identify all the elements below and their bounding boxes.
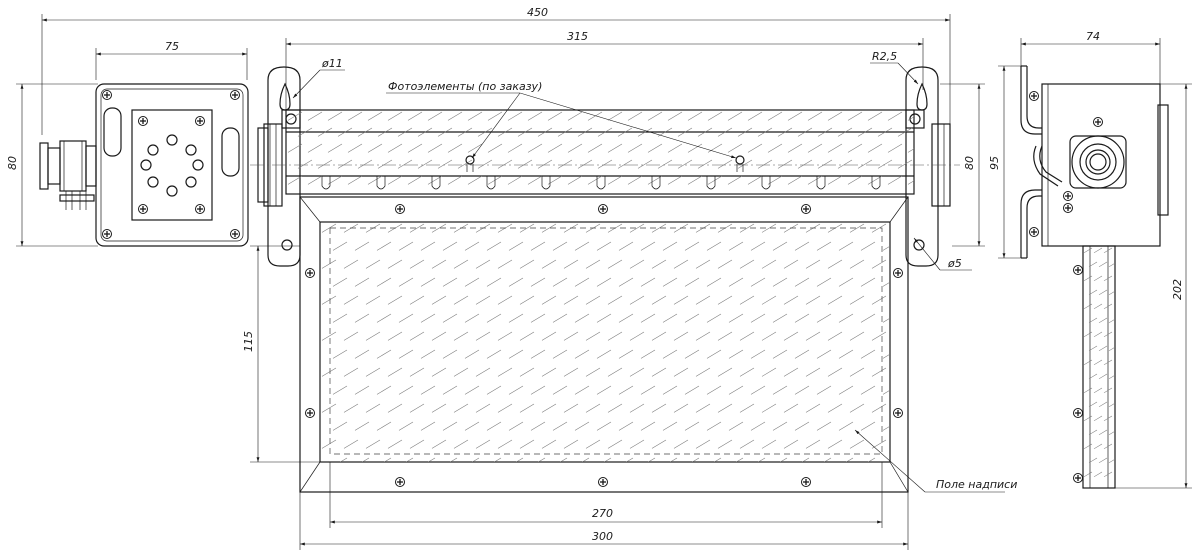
dimension-side-height: 95 xyxy=(988,65,1021,259)
dim-label-tube-length: 315 xyxy=(567,30,588,43)
dim-label-hole-diameter: ø11 xyxy=(321,57,343,70)
annotation-sign-field: Поле надписи xyxy=(936,478,1017,491)
dim-label-panel-height: 115 xyxy=(242,331,255,352)
lamp-bulbs xyxy=(321,176,881,190)
dim-label-side-height: 95 xyxy=(988,156,1001,170)
sign-field-hatch xyxy=(321,223,890,462)
lamp-bulb xyxy=(706,176,716,190)
cable-gland xyxy=(39,140,97,210)
lamp-bulb xyxy=(431,176,441,190)
sign-panel xyxy=(299,196,909,493)
dim-label-panel-width: 300 xyxy=(592,530,613,543)
dim-label-side-width: 74 xyxy=(1086,30,1100,43)
dimension-box-height: 80 xyxy=(6,83,98,247)
tube-glass-hatch xyxy=(287,111,914,185)
lamp-bulb xyxy=(761,176,771,190)
leader-sign-field: Поле надписи xyxy=(854,429,1017,493)
dim-label-side-total-height: 202 xyxy=(1171,279,1184,300)
dim-label-overall-width: 450 xyxy=(527,6,548,19)
lamp-bulb xyxy=(541,176,551,190)
lamp-bulb xyxy=(596,176,606,190)
lamp-bulb xyxy=(376,176,386,190)
dimension-side-total-height: 202 xyxy=(1115,83,1192,489)
dimension-panel-height: 115 xyxy=(242,245,320,463)
side-view xyxy=(1020,65,1169,489)
junction-box xyxy=(95,83,249,247)
dim-label-box-width: 75 xyxy=(165,40,179,53)
leader-corner-radius: R2,5 xyxy=(870,50,919,85)
photocell-right xyxy=(735,155,745,172)
lamp-tube xyxy=(250,66,960,267)
leader-hole-diameter: ø11 xyxy=(292,57,345,99)
lamp-bulb xyxy=(816,176,826,190)
annotation-photoelements: Фотоэлементы (по заказу) xyxy=(388,80,542,93)
lamp-bulb xyxy=(871,176,881,190)
leader-mount-hole: ø5 xyxy=(913,237,972,271)
dim-label-mount-hole: ø5 xyxy=(947,257,962,270)
terminal-plate xyxy=(131,109,213,221)
dimension-panel-width: 300 xyxy=(299,492,909,550)
dimension-box-width: 75 xyxy=(95,40,248,80)
dimension-side-width: 74 xyxy=(1020,30,1161,84)
dimension-tube-height: 80 xyxy=(940,83,985,247)
lamp-bulb xyxy=(321,176,331,190)
dim-label-corner-radius: R2,5 xyxy=(872,50,897,63)
dimension-inner-width: 270 xyxy=(329,462,883,528)
leader-photoelements: Фотоэлементы (по заказу) xyxy=(386,80,737,159)
side-edge-hatch xyxy=(1083,247,1115,478)
dim-label-box-height: 80 xyxy=(6,156,19,170)
ground-terminal xyxy=(59,191,95,210)
photocell-left xyxy=(465,155,475,172)
lamp-bulb xyxy=(651,176,661,190)
dimension-tube-length: 315 xyxy=(285,30,924,120)
lamp-bulb xyxy=(486,176,496,190)
dim-label-tube-height: 80 xyxy=(963,156,976,170)
dim-label-inner-width: 270 xyxy=(592,507,613,520)
